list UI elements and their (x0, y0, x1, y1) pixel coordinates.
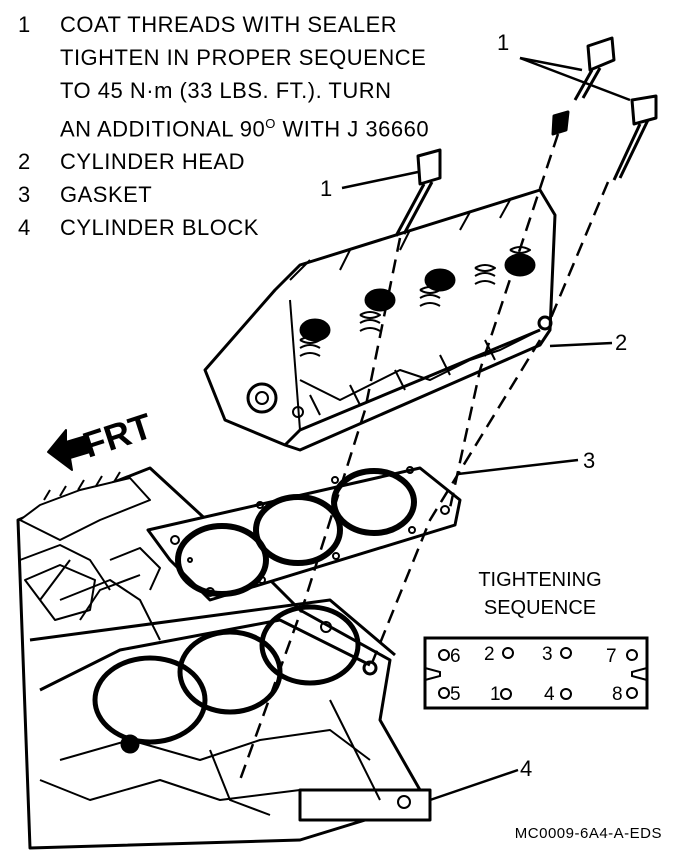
legend-row: 4 CYLINDER BLOCK (18, 211, 429, 244)
legend-number: 3 (18, 182, 31, 208)
sequence-number: 2 (484, 644, 495, 665)
legend-text-part: AN ADDITIONAL 90 (60, 116, 266, 142)
legend-row: AN ADDITIONAL 90O WITH J 36660 (18, 107, 429, 145)
front-arrow-icon (47, 429, 91, 471)
sequence-title: TIGHTENING SEQUENCE (455, 566, 625, 622)
cylinder-head (203, 188, 557, 452)
left-bank-detail (19, 471, 161, 621)
legend-text-part: WITH J 36660 (275, 116, 430, 142)
figure-code: MC0009-6A4-A-EDS (514, 825, 662, 842)
callout-bolt: 1 (320, 176, 332, 201)
sequence-title-line: TIGHTENING (478, 569, 602, 591)
legend-row: TO 45 N·m (33 LBS. FT.). TURN (18, 74, 429, 107)
sequence-number: 4 (544, 684, 555, 705)
legend-text: AN ADDITIONAL 90O WITH J 36660 (60, 107, 429, 145)
tightening-sequence-diagram: 6 2 3 7 5 1 4 8 (423, 636, 649, 710)
legend-text: GASKET (60, 182, 153, 208)
leader-lines (341, 56, 631, 802)
callout-bolt: 1 (497, 30, 509, 55)
legend-text: TO 45 N·m (33 LBS. FT.). TURN (60, 78, 392, 103)
legend-text: CYLINDER BLOCK (60, 215, 259, 241)
legend-number: 2 (18, 149, 31, 175)
sequence-number: 5 (450, 684, 461, 705)
legend-row: TIGHTEN IN PROPER SEQUENCE (18, 41, 429, 74)
callout-block: 4 (520, 756, 532, 781)
head-bolt (612, 94, 658, 181)
legend-number: 1 (18, 12, 31, 37)
callout-head: 2 (615, 330, 627, 355)
head-bolt (551, 110, 570, 136)
bolt-centerline (238, 133, 610, 781)
head-bolt (573, 36, 616, 101)
legend-text: COAT THREADS WITH SEALER (60, 12, 398, 37)
legend-text: TIGHTEN IN PROPER SEQUENCE (60, 45, 427, 70)
callout-gasket: 3 (583, 448, 595, 473)
sequence-title-line: SEQUENCE (483, 597, 597, 619)
legend-text: CYLINDER HEAD (60, 149, 245, 175)
sequence-number: 1 (490, 684, 501, 705)
sequence-number: 3 (542, 644, 553, 665)
sequence-number: 7 (606, 646, 617, 667)
sequence-number: 8 (612, 684, 623, 705)
legend-number: 4 (18, 215, 31, 241)
front-label: FRT (78, 405, 157, 466)
head-bolt (394, 148, 442, 237)
legend-row: 3 GASKET (18, 178, 429, 211)
legend: 1 COAT THREADS WITH SEALER TIGHTEN IN PR… (18, 8, 429, 244)
legend-row: 1 COAT THREADS WITH SEALER (18, 8, 429, 41)
head-gasket (146, 466, 462, 602)
degree-superscript: O (265, 116, 276, 131)
legend-row: 2 CYLINDER HEAD (18, 145, 429, 178)
sequence-number: 6 (450, 646, 461, 667)
